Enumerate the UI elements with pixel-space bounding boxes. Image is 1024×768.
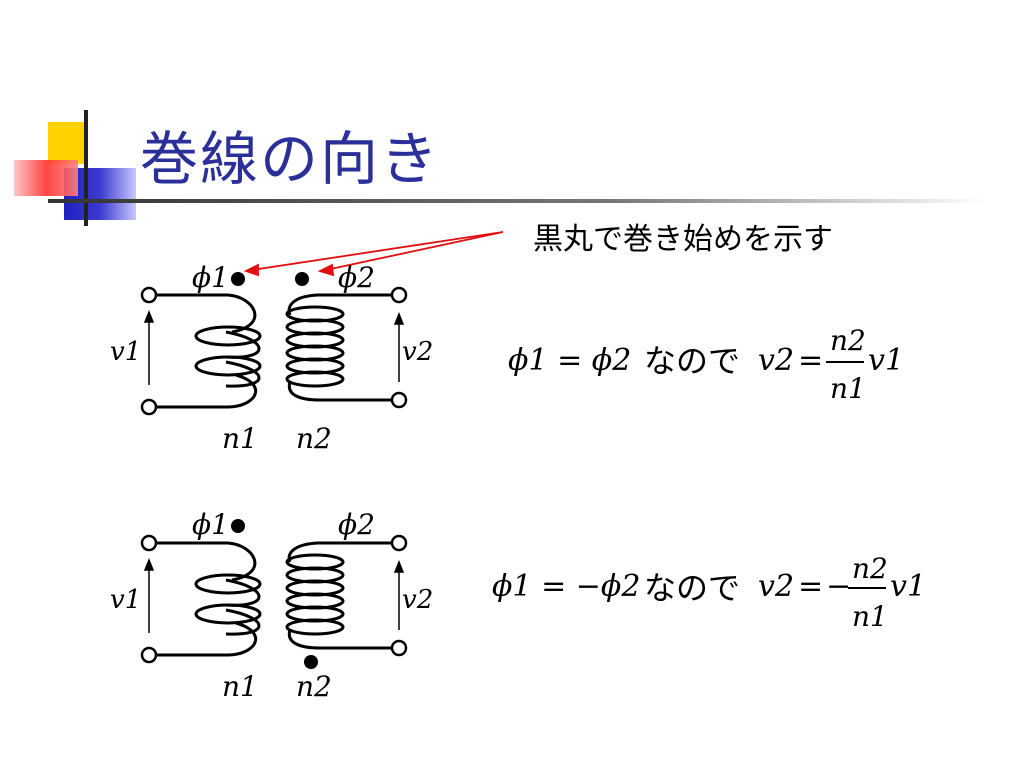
fraction-denominator: n1 — [852, 600, 888, 633]
terminal-primary-top — [140, 534, 158, 552]
primary-winding — [140, 286, 262, 416]
polarity-dot-primary — [231, 272, 245, 286]
header-rule — [48, 199, 988, 203]
n-secondary-label: n2 — [296, 422, 332, 455]
terminal-primary-bottom — [140, 646, 158, 664]
polarity-dot-secondary — [304, 655, 318, 669]
primary-winding — [140, 534, 262, 664]
voltage-arrow-secondary — [393, 311, 405, 382]
flux-relation: ϕ1 = −ϕ2 — [492, 569, 640, 604]
n-secondary-label: n2 — [296, 670, 332, 703]
v-primary-label: v1 — [110, 585, 141, 615]
voltage-arrow-secondary — [393, 559, 405, 630]
voltage-lhs: v2 — [758, 343, 794, 378]
annotation-arrows — [243, 231, 504, 277]
terminal-secondary-top — [390, 286, 408, 304]
equals-sign: = — [798, 343, 823, 378]
secondary-winding — [285, 286, 408, 409]
equation-1: ϕ1 = ϕ2 v2 = n2 n1 v1 — [508, 324, 904, 405]
secondary-winding — [285, 534, 408, 657]
terminal-secondary-bottom — [390, 391, 408, 409]
voltage-rhs: v1 — [868, 343, 904, 378]
yellow-square — [48, 122, 88, 164]
v-primary-label: v1 — [110, 337, 141, 367]
transformer-circuit-2: ϕ1 ϕ2 v1 v2 n1 n2 — [110, 508, 433, 703]
phi-secondary-label: ϕ2 — [338, 508, 375, 541]
terminal-primary-bottom — [140, 398, 158, 416]
header-decoration — [14, 110, 988, 226]
minus-sign: − — [826, 569, 851, 604]
terminal-secondary-bottom — [390, 639, 408, 657]
voltage-rhs: v1 — [890, 569, 926, 604]
phi-primary-label: ϕ1 — [192, 508, 229, 541]
n-primary-label: n1 — [222, 670, 258, 703]
voltage-lhs: v2 — [758, 569, 794, 604]
polarity-dot-secondary — [295, 272, 309, 286]
fraction-numerator: n2 — [852, 552, 888, 585]
n-primary-label: n1 — [222, 422, 258, 455]
v-secondary-label: v2 — [402, 337, 433, 367]
equals-sign: = — [798, 569, 823, 604]
voltage-arrow-primary — [143, 309, 155, 385]
voltage-arrow-primary — [143, 557, 155, 633]
phi-secondary-label: ϕ2 — [338, 261, 375, 294]
v-secondary-label: v2 — [402, 585, 433, 615]
vertical-rule — [84, 110, 88, 226]
dot-annotation: 黒丸で巻き始めを示す — [533, 222, 833, 257]
flux-relation: ϕ1 = ϕ2 — [508, 343, 631, 378]
conjunction-2: なので — [644, 569, 741, 607]
conjunction-1: なので — [644, 342, 741, 380]
terminal-primary-top — [140, 286, 158, 304]
phi-primary-label: ϕ1 — [192, 261, 229, 294]
transformer-circuit-1: ϕ1 ϕ2 v1 v2 n1 n2 — [110, 261, 433, 455]
red-square — [14, 160, 78, 196]
slide-title: 巻線の向き — [140, 125, 441, 193]
equation-2: ϕ1 = −ϕ2 v2 = − n2 n1 v1 — [492, 552, 926, 633]
fraction-denominator: n1 — [830, 372, 866, 405]
polarity-dot-primary — [231, 519, 245, 533]
fraction-numerator: n2 — [830, 324, 866, 357]
terminal-secondary-top — [390, 534, 408, 552]
